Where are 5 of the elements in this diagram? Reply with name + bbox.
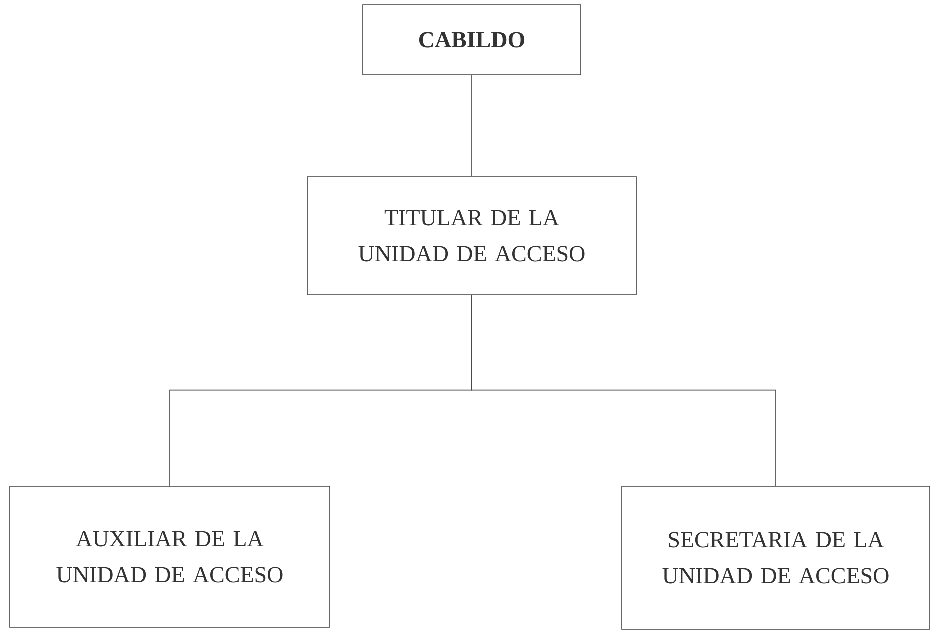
- org-box: TITULAR DE LA UNIDAD DE ACCESO: [307, 176, 637, 296]
- connector-line: [472, 295, 776, 486]
- org-box: SECRETARIA DE LA UNIDAD DE ACCESO: [622, 486, 930, 630]
- org-box: CABILDO: [362, 4, 582, 76]
- org-box: AUXILIAR DE LA UNIDAD DE ACCESO: [10, 486, 330, 628]
